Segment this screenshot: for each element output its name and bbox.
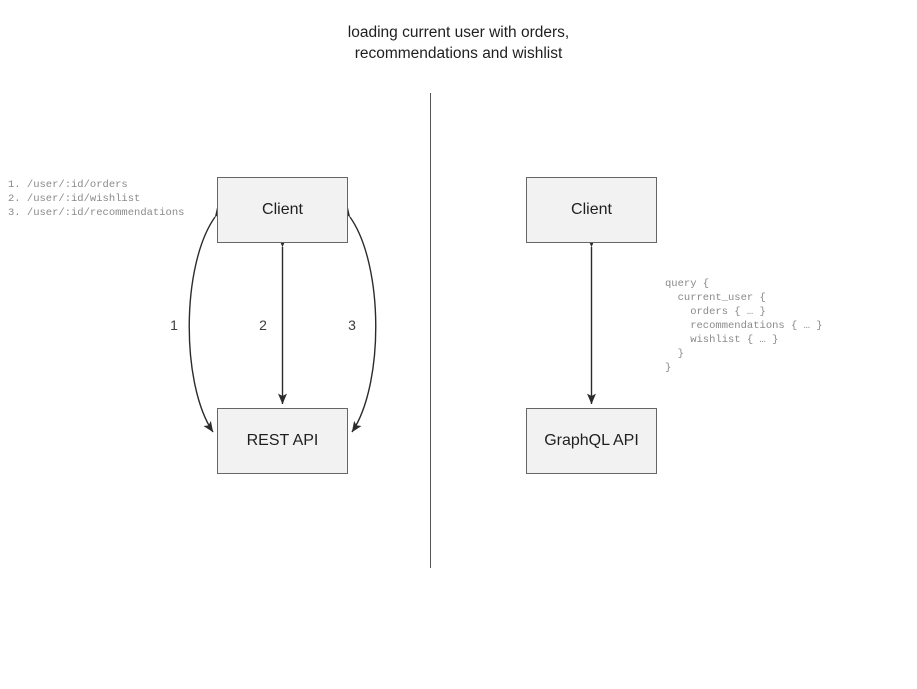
- panel-divider: [430, 93, 432, 568]
- page-title: loading current user with orders, recomm…: [347, 24, 570, 62]
- node-graphql-api[interactable]: GraphQL API: [526, 408, 657, 474]
- graphql-query-snippet: query { current_user { orders { … } reco…: [665, 278, 823, 374]
- connector-rest-1: [188, 205, 225, 433]
- edge-label-2: 2: [259, 317, 267, 333]
- rest-endpoint-list: 1. /user/:id/orders 2. /user/:id/wishlis…: [8, 179, 185, 219]
- node-rest-api[interactable]: REST API: [217, 408, 348, 474]
- edge-label-3: 3: [348, 317, 356, 333]
- edge-label-1: 1: [170, 317, 178, 333]
- node-client-graphql[interactable]: Client: [526, 177, 657, 243]
- node-client-rest[interactable]: Client: [217, 177, 348, 243]
